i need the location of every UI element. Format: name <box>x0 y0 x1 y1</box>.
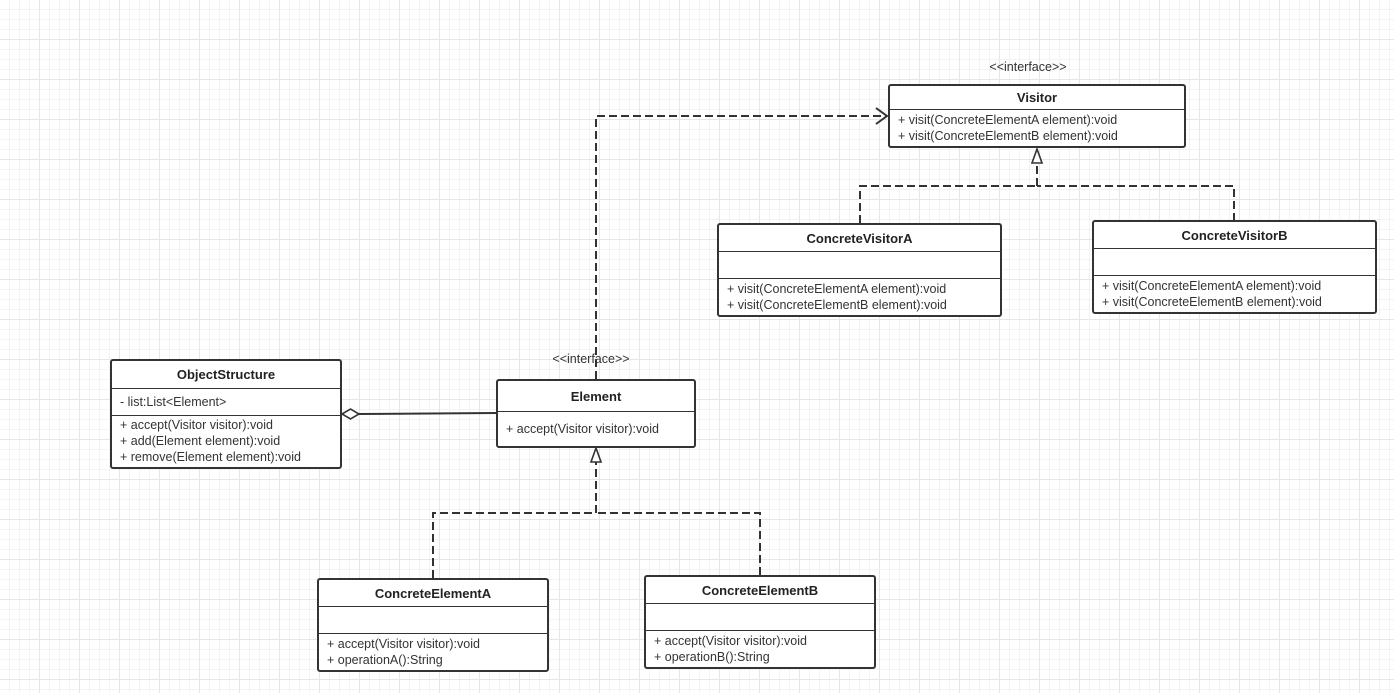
attributes-section <box>719 252 1000 279</box>
attributes-section <box>1094 249 1375 276</box>
operation: + visit(ConcreteElementB element):void <box>898 129 1118 143</box>
operation: + visit(ConcreteElementA element):void <box>1102 279 1322 293</box>
class-name: ConcreteVisitorA <box>719 225 1000 253</box>
class-name: ObjectStructure <box>112 361 340 389</box>
realization-line-concrete-visitor-a <box>859 185 1037 223</box>
operations-section: + visit(ConcreteElementA element):void +… <box>719 279 1000 315</box>
operations-section: + accept(Visitor visitor):void + add(Ele… <box>112 416 340 467</box>
operations-section: + accept(Visitor visitor):void <box>498 412 694 439</box>
attributes-section <box>646 604 874 631</box>
operations-section: + accept(Visitor visitor):void + operati… <box>646 631 874 667</box>
realization-line-concrete-element-a <box>432 512 596 578</box>
operation: + visit(ConcreteElementB element):void <box>727 298 947 312</box>
class-element[interactable]: Element + accept(Visitor visitor):void <box>496 379 696 448</box>
realization-visitors-to-visitor[interactable] <box>859 146 1235 223</box>
aggregation-line <box>358 412 498 415</box>
operation: + add(Element element):void <box>120 434 281 448</box>
operation: + accept(Visitor visitor):void <box>506 422 659 436</box>
attributes-section <box>319 607 547 634</box>
hollow-diamond-head <box>340 408 361 420</box>
operations-section: + visit(ConcreteElementA element):void +… <box>1094 276 1375 312</box>
visitor-stereotype: <<interface>> <box>989 60 1067 74</box>
open-arrow-head <box>875 107 889 125</box>
realization-elements-to-element[interactable] <box>432 445 761 578</box>
operation: + accept(Visitor visitor):void <box>327 637 480 651</box>
realization-line-concrete-element-b <box>596 512 761 575</box>
class-visitor[interactable]: Visitor + visit(ConcreteElementA element… <box>888 84 1186 148</box>
operations-section: + visit(ConcreteElementA element):void +… <box>890 110 1184 146</box>
operation: + visit(ConcreteElementA element):void <box>727 282 947 296</box>
class-name: ConcreteElementB <box>646 577 874 605</box>
class-object-structure[interactable]: ObjectStructure - list:List<Element> + a… <box>110 359 342 469</box>
element-stereotype: <<interface>> <box>552 352 630 366</box>
hollow-triangle-head <box>589 445 603 463</box>
class-name: ConcreteElementA <box>319 580 547 608</box>
hollow-triangle-head <box>1030 146 1044 164</box>
operations-section: + accept(Visitor visitor):void + operati… <box>319 634 547 670</box>
operation: + operationA():String <box>327 653 443 667</box>
attributes-section: - list:List<Element> <box>112 389 340 416</box>
class-concrete-element-a[interactable]: ConcreteElementA + accept(Visitor visito… <box>317 578 549 672</box>
attribute: - list:List<Element> <box>120 395 227 409</box>
class-concrete-visitor-a[interactable]: ConcreteVisitorA + visit(ConcreteElement… <box>717 223 1002 317</box>
class-name: Visitor <box>890 86 1184 110</box>
aggregation-objectstructure-element[interactable] <box>340 408 498 420</box>
operation: + operationB():String <box>654 650 770 664</box>
class-name: ConcreteVisitorB <box>1094 222 1375 250</box>
operation: + visit(ConcreteElementB element):void <box>1102 295 1322 309</box>
dependency-line <box>595 115 887 379</box>
operation: + accept(Visitor visitor):void <box>120 418 273 432</box>
class-name: Element <box>498 381 694 412</box>
operation: + visit(ConcreteElementA element):void <box>898 113 1118 127</box>
realization-line-concrete-visitor-b <box>1037 185 1235 221</box>
operation: + accept(Visitor visitor):void <box>654 634 807 648</box>
class-concrete-element-b[interactable]: ConcreteElementB + accept(Visitor visito… <box>644 575 876 669</box>
dependency-element-to-visitor[interactable] <box>595 107 889 379</box>
operation: + remove(Element element):void <box>120 450 301 464</box>
class-concrete-visitor-b[interactable]: ConcreteVisitorB + visit(ConcreteElement… <box>1092 220 1377 314</box>
